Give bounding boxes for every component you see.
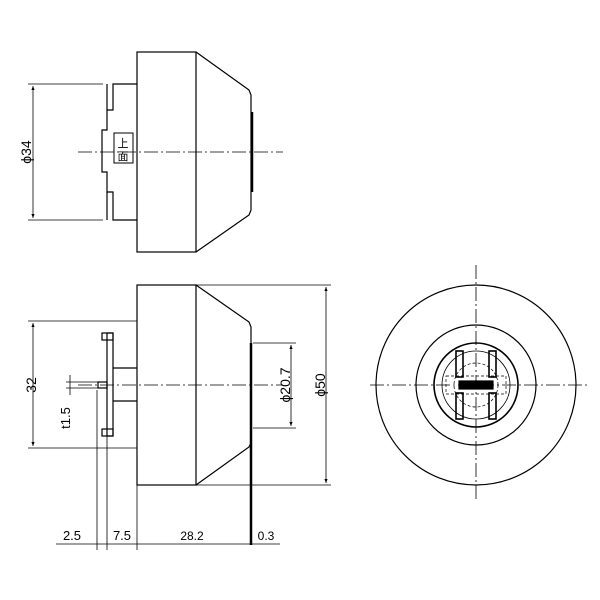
dim-lens-diameter: ϕ20.7 — [277, 367, 293, 402]
tab-bottom — [101, 428, 114, 437]
back-plate — [101, 83, 137, 221]
dim-bottom-0-3: 0.3 — [258, 529, 275, 543]
tab-top — [101, 332, 114, 341]
top-face-mark — [113, 132, 134, 164]
dim-bottom-7-5: 7.5 — [113, 528, 131, 543]
dim-diameter-34: ϕ34 — [18, 140, 34, 164]
dim-height-32: 32 — [23, 377, 39, 393]
side-view: 32 t1.5 ϕ20.7 ϕ50 2.5 7.5 28.2 0.3 — [23, 284, 331, 550]
dim-bottom-2-5: 2.5 — [63, 528, 81, 543]
top-view: 上 面 ϕ34 — [18, 51, 283, 253]
dim-outer-diameter: ϕ50 — [312, 373, 328, 397]
face-label-2: 面 — [118, 151, 129, 163]
dim-bottom-28-2: 28.2 — [180, 529, 204, 543]
face-label-1: 上 — [118, 137, 129, 150]
back-plate — [106, 332, 114, 437]
dim-thickness: t1.5 — [58, 407, 73, 429]
front-view — [370, 265, 590, 500]
